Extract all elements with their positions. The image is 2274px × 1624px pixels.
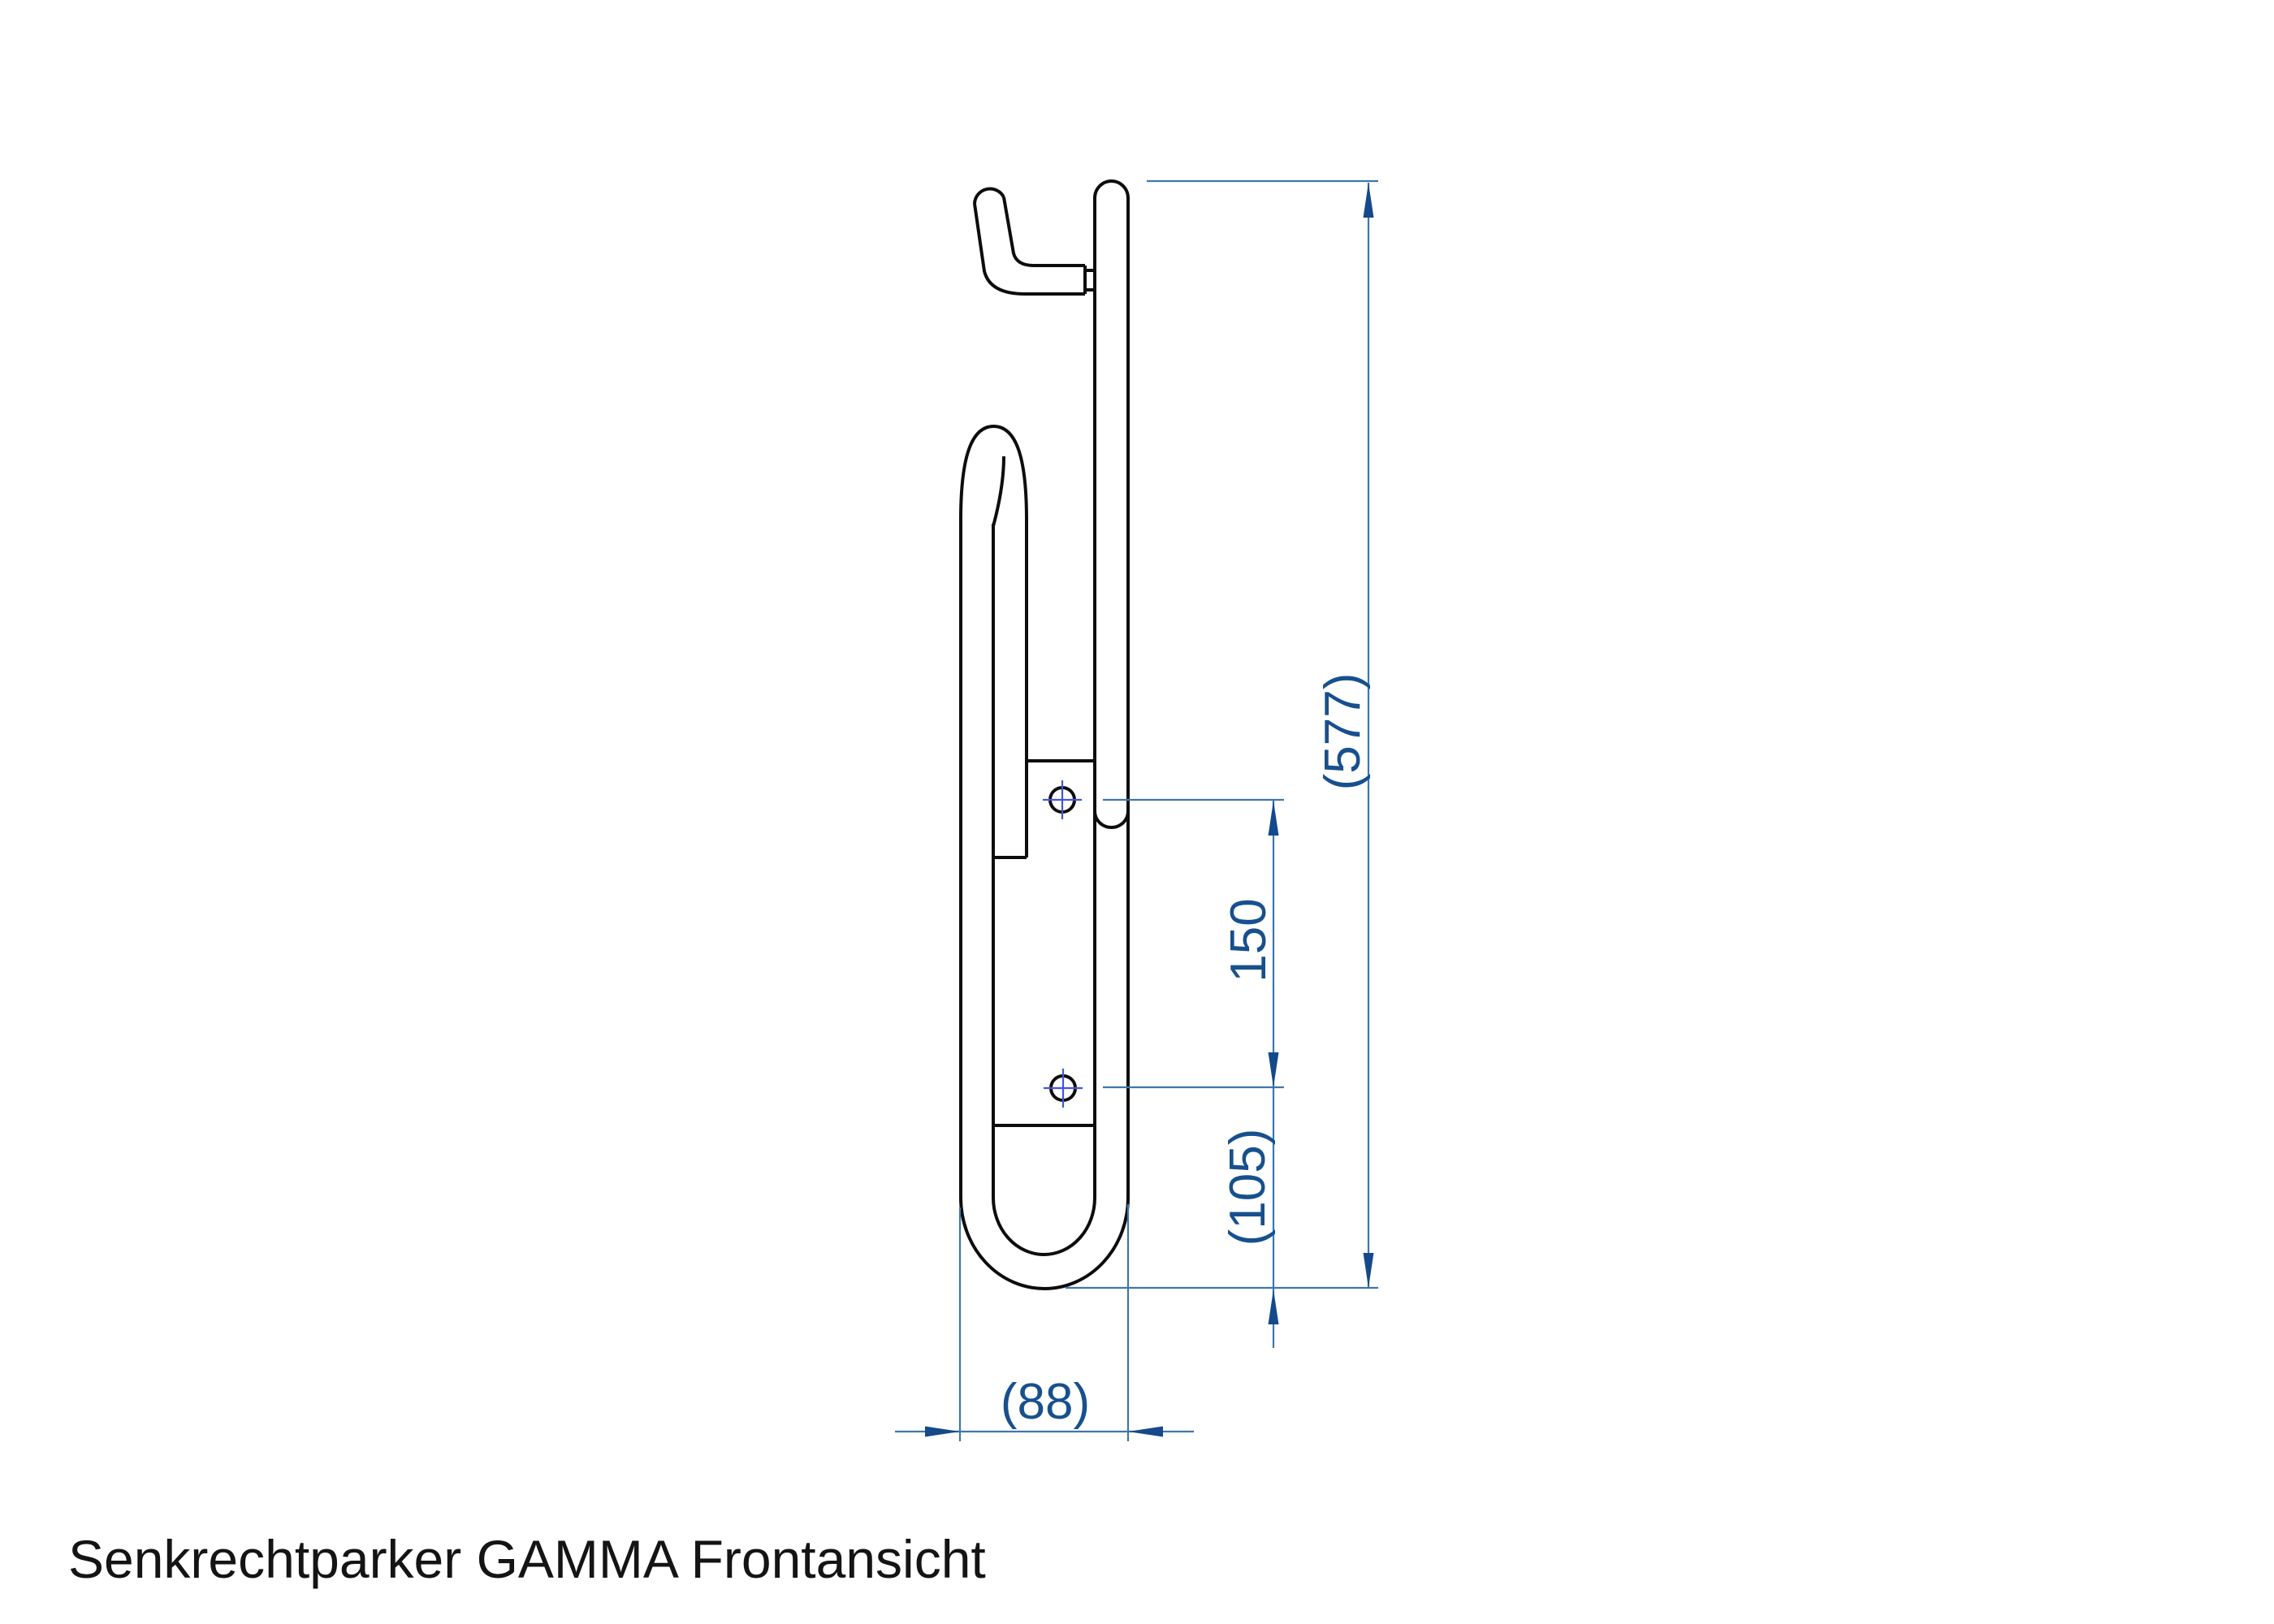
- bottom-bend-inner: [992, 1197, 1096, 1256]
- upper-hole-crosshair: [1043, 780, 1082, 819]
- dimension-lines: [895, 179, 1378, 1441]
- hairpin-arch-inner: [992, 456, 1005, 527]
- lower-hole-crosshair: [1044, 1069, 1083, 1108]
- arrow-hole-spacing-bottom: [1268, 1052, 1279, 1087]
- dimension-arrows: [925, 183, 1374, 1437]
- arrow-total-height-bottom: [1363, 1253, 1374, 1288]
- arrow-hole-spacing-top: [1268, 801, 1279, 836]
- hook-inner-edge: [1002, 197, 1085, 267]
- hole-centerlines: [1043, 780, 1083, 1108]
- hairpin-arch-outer: [959, 425, 1028, 520]
- arrow-total-width-left: [925, 1426, 960, 1437]
- bottom-bend-outer: [959, 1197, 1130, 1290]
- arrow-bottom-offset-outside: [1268, 1289, 1279, 1324]
- arrow-total-height-top: [1363, 183, 1374, 218]
- dim-label-hole-spacing: 150: [1221, 898, 1277, 983]
- hook-end-cap: [973, 187, 1005, 205]
- part-outline: [959, 179, 1130, 1290]
- drawing-title: Senkrechtparker GAMMA Frontansicht: [68, 1529, 986, 1589]
- dim-label-total-height: (577): [1315, 672, 1371, 791]
- hook-outer-edge: [973, 203, 1085, 296]
- arrow-total-width-right: [1128, 1426, 1163, 1437]
- dim-label-lower-hole-to-bottom: (105): [1220, 1128, 1276, 1246]
- rail-notch-arc: [1093, 810, 1130, 829]
- dim-label-total-width: (88): [1000, 1374, 1091, 1430]
- main-rail-tube: [1093, 179, 1130, 1198]
